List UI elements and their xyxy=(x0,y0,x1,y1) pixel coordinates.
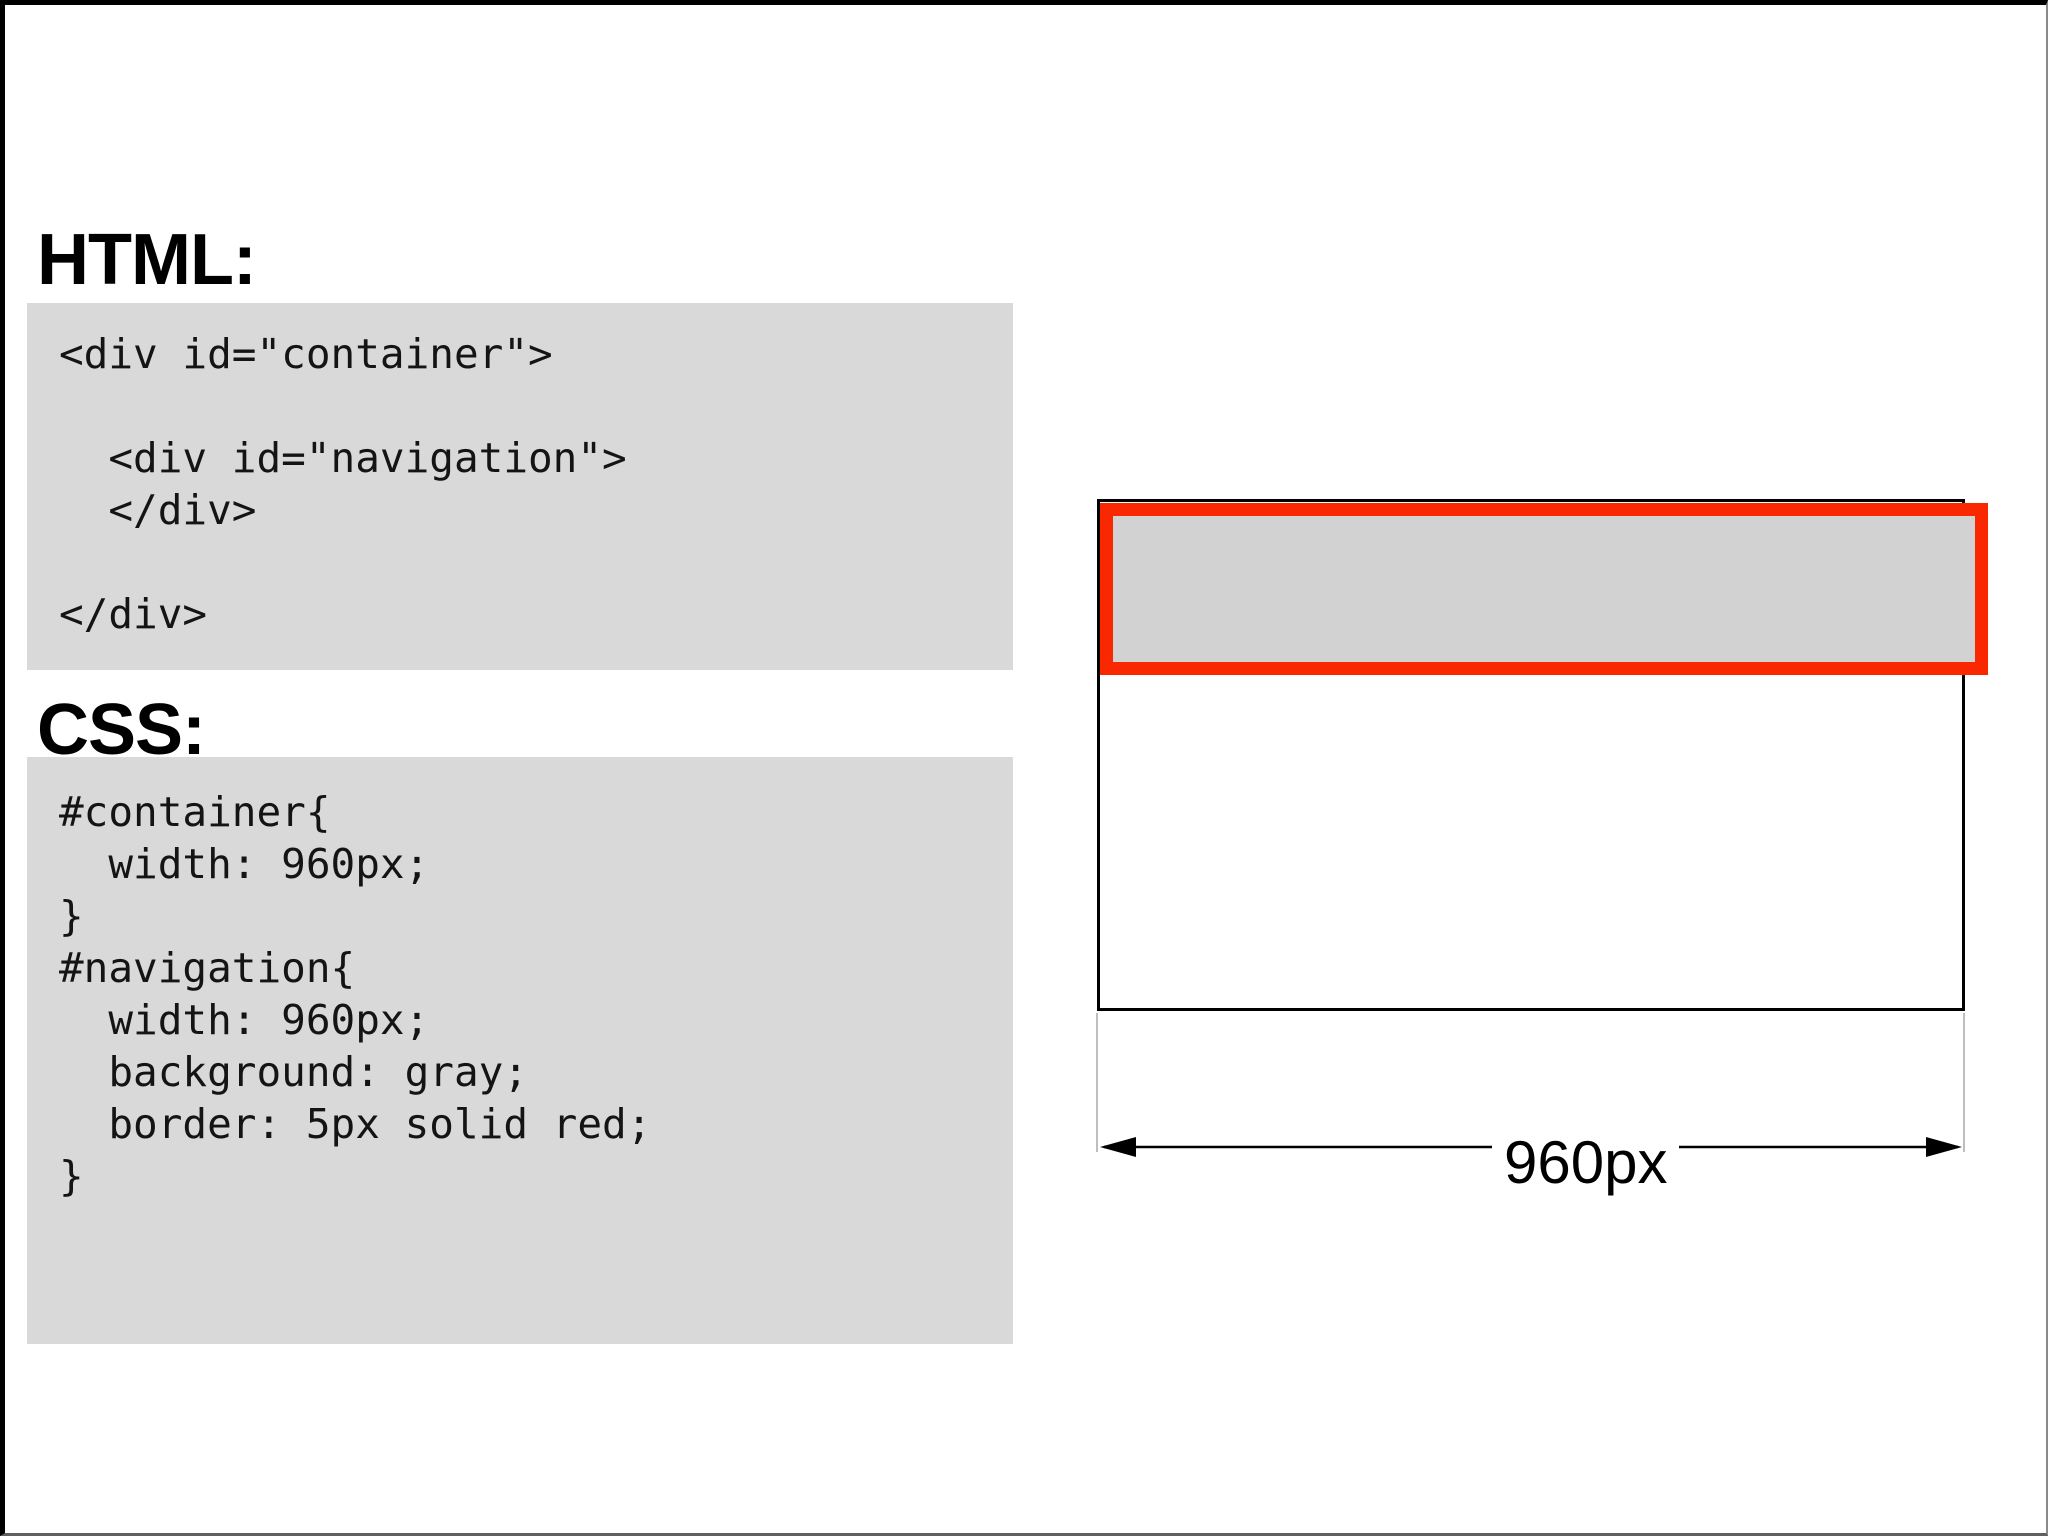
html-code-line: <div id="container"> xyxy=(59,330,553,378)
css-code-line: } xyxy=(59,1152,84,1200)
html-code-block: <div id="container"> <div id="navigation… xyxy=(27,303,1013,670)
css-code-line: border: 5px solid red; xyxy=(59,1100,652,1148)
css-code-line: width: 960px; xyxy=(59,996,430,1044)
html-section-heading: HTML: xyxy=(37,220,257,300)
css-code-line: background: gray; xyxy=(59,1048,528,1096)
css-code-line: #container{ xyxy=(59,788,331,836)
html-code-line: </div> xyxy=(59,486,257,534)
css-code-line: } xyxy=(59,892,84,940)
html-code-line xyxy=(59,380,1013,432)
css-code-line: #navigation{ xyxy=(59,944,356,992)
right-arrowhead-icon xyxy=(1926,1137,1962,1157)
css-code-line: width: 960px; xyxy=(59,840,430,888)
css-code-block: #container{ width: 960px; } #navigation{… xyxy=(27,757,1013,1344)
html-code-line: <div id="navigation"> xyxy=(59,434,627,482)
html-code-line: </div> xyxy=(59,590,208,638)
width-dimension-label: 960px xyxy=(1492,1131,1680,1195)
left-arrowhead-icon xyxy=(1100,1137,1136,1157)
css-section-heading: CSS: xyxy=(37,690,206,770)
navigation-box xyxy=(1100,503,1988,675)
html-code-line xyxy=(59,536,1013,588)
